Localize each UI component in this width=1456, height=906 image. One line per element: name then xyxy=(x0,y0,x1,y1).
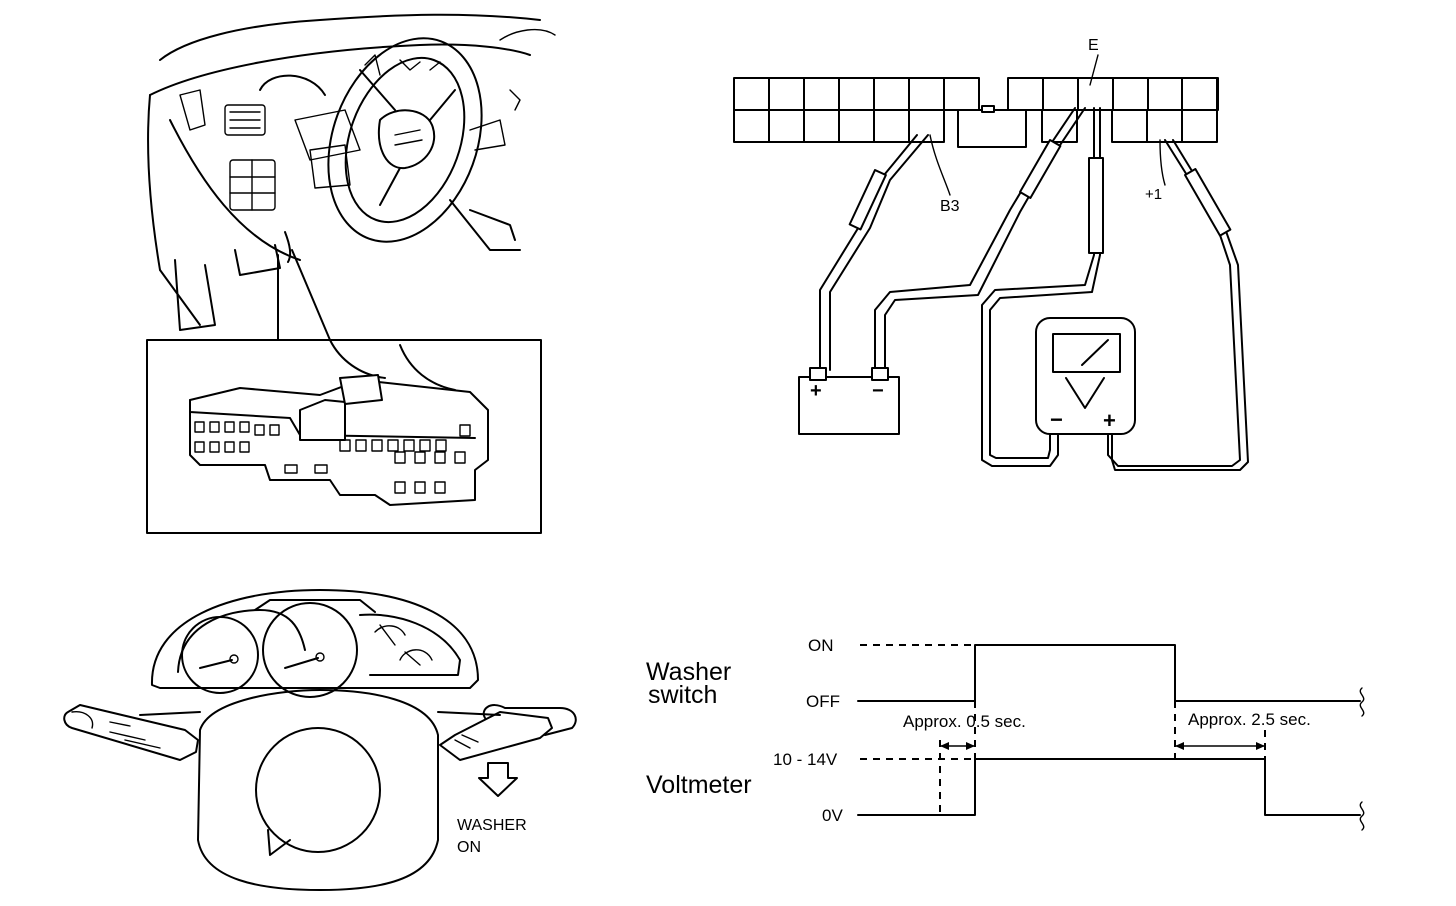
voltmeter-positive-symbol: + xyxy=(1103,408,1116,433)
connector-cell xyxy=(908,77,945,111)
connector-cell xyxy=(873,77,910,111)
connector-closeup xyxy=(189,339,489,506)
callout-line-right xyxy=(291,249,331,341)
connector-cell xyxy=(733,77,770,111)
connector-cell xyxy=(1181,109,1218,143)
combination-switch-illustration xyxy=(63,589,577,891)
terminal-b3-label: B3 xyxy=(940,198,960,215)
connector-cell xyxy=(957,109,1027,148)
connector-cell xyxy=(1007,77,1044,111)
connector-cell xyxy=(1181,77,1218,111)
battery: + − xyxy=(798,367,900,435)
washer-action-line2: ON xyxy=(457,839,481,856)
connector-latch xyxy=(981,105,995,113)
connector-cell xyxy=(768,77,805,111)
washer-action-line1: WASHER xyxy=(457,817,527,834)
battery-negative-symbol: − xyxy=(872,380,884,402)
connector-cell xyxy=(733,109,770,143)
dashboard-illustration xyxy=(147,13,556,331)
washer-switch-label-line2: switch xyxy=(648,681,717,709)
connector-terminal-grid xyxy=(733,77,1219,148)
battery-positive-symbol: + xyxy=(810,380,822,402)
terminal-plus1-label: +1 xyxy=(1145,186,1162,203)
delay-two-and-half-second-label: Approx. 2.5 sec. xyxy=(1188,710,1311,729)
high-voltage-label: 10 - 14V xyxy=(773,750,838,769)
connector-cell xyxy=(943,77,980,111)
connector-inset-frame xyxy=(146,339,542,534)
voltmeter-negative-symbol: − xyxy=(1050,407,1063,432)
connector-cell xyxy=(1042,77,1079,111)
connector-cell xyxy=(1077,77,1114,111)
timing-chart xyxy=(857,644,1365,831)
on-level-label: ON xyxy=(808,636,834,655)
connector-cell-plus1 xyxy=(1146,109,1183,143)
connector-cell xyxy=(873,109,910,143)
connector-cell xyxy=(1111,109,1148,143)
connector-cell xyxy=(768,109,805,143)
connector-cell xyxy=(803,109,840,143)
zero-voltage-label: 0V xyxy=(822,806,843,825)
voltmeter-label: Voltmeter xyxy=(646,771,752,799)
connector-cell xyxy=(838,77,875,111)
terminal-e-label: E xyxy=(1088,37,1099,54)
voltmeter-device: − + xyxy=(1035,317,1136,435)
off-level-label: OFF xyxy=(806,692,840,711)
test-leads xyxy=(819,54,1249,471)
delay-half-second-label: Approx. 0.5 sec. xyxy=(903,712,1026,731)
connector-cell xyxy=(1147,77,1184,111)
connector-cell xyxy=(1112,77,1149,111)
washer-switch-label-line1: Washer xyxy=(646,658,731,686)
connector-cell xyxy=(838,109,875,143)
connector-cell xyxy=(803,77,840,111)
